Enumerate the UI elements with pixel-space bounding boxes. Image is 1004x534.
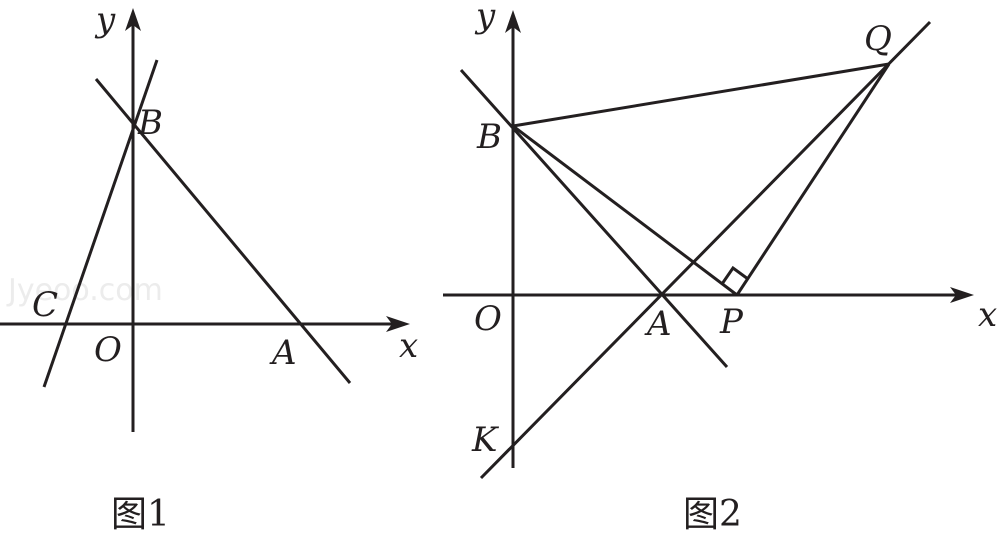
fig1-line-bc [42,59,159,388]
fig1-x-arrow-icon [386,316,410,332]
fig2-segment-bq [512,62,890,128]
fig2-caption: 图2 [683,494,742,534]
fig2-point-b: B [476,117,502,157]
fig2-line-ba [459,68,729,369]
fig2-segment-bp [512,124,738,297]
fig1-x-label: x [399,326,418,366]
fig2-point-q: Q [864,19,892,59]
fig2-right-angle-icon [720,265,749,285]
figure-2: y x Q B O A P K 图2 [443,0,997,534]
fig2-point-a: A [644,304,672,344]
fig2-point-o: O [474,299,502,339]
fig1-point-b: B [137,103,163,143]
fig1-y-label: y [94,0,116,40]
fig1-point-c: C [32,285,58,325]
figure-1: y x B C O A 图1 [0,0,418,534]
fig2-y-arrow-icon [505,10,521,33]
fig2-x-arrow-icon [950,287,974,303]
fig2-y-label: y [474,0,496,36]
fig1-point-a: A [269,333,297,373]
fig1-caption: 图1 [111,494,170,534]
fig2-point-k: K [471,420,500,460]
fig2-segment-pq [735,63,891,296]
fig2-line-kq [479,20,932,480]
fig2-point-p: P [719,302,744,342]
fig1-line-ab [94,78,352,384]
fig1-point-o: O [94,330,122,370]
fig2-x-label: x [978,295,997,335]
watermark: Jyeoo.com [6,273,163,308]
fig1-y-arrow-icon [125,8,141,31]
